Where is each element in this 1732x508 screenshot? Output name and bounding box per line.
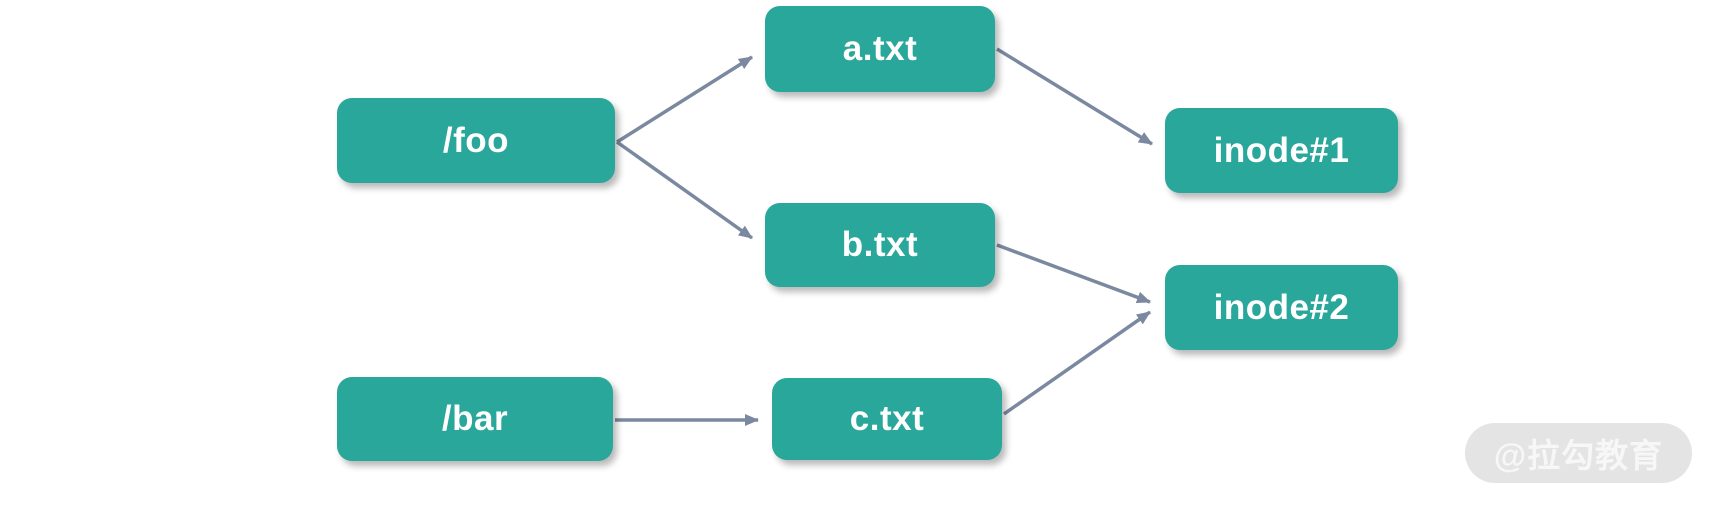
node-inode2-label: inode#2 xyxy=(1213,287,1350,327)
node-bar-label: /bar xyxy=(441,399,509,438)
node-c-txt-label: c.txt xyxy=(849,399,925,438)
node-c-txt: c.txt xyxy=(772,378,1002,460)
node-bar: /bar xyxy=(337,377,613,461)
edge-foo-to-a-txt xyxy=(616,55,753,144)
node-foo-label: /foo xyxy=(442,120,510,160)
node-a-txt-label: a.txt xyxy=(842,29,918,68)
node-b-txt-label: b.txt xyxy=(841,225,919,264)
node-inode1: inode#1 xyxy=(1165,108,1398,193)
watermark-text: @拉勾教育 xyxy=(1493,437,1664,474)
node-inode1-label: inode#1 xyxy=(1213,130,1350,170)
node-b-txt: b.txt xyxy=(765,203,995,287)
edge-foo-to-b-txt xyxy=(615,140,754,240)
watermark-badge: @拉勾教育 xyxy=(1465,423,1692,483)
edge-b-txt-to-inode2 xyxy=(996,243,1151,304)
node-foo: /foo xyxy=(337,98,615,183)
node-inode2: inode#2 xyxy=(1165,265,1398,350)
edge-a-txt-to-inode1 xyxy=(996,47,1153,146)
edge-c-txt-to-inode2 xyxy=(1002,310,1152,416)
node-a-txt: a.txt xyxy=(765,6,995,92)
